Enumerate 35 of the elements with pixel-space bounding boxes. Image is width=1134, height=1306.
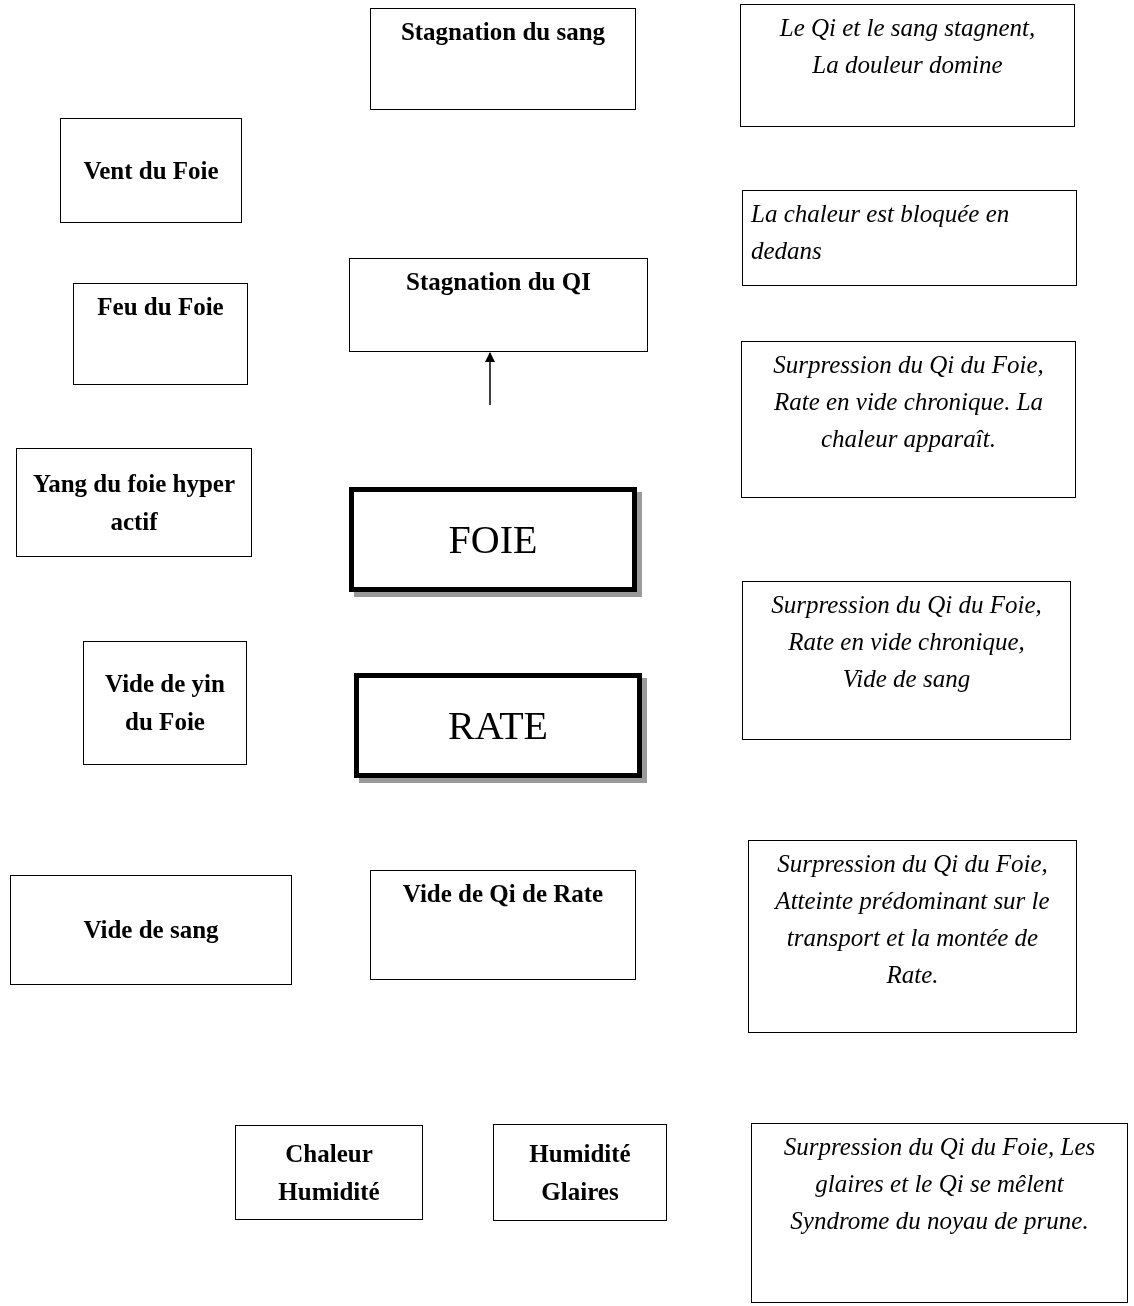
syndrome-box xyxy=(493,1124,667,1221)
syndrome-box xyxy=(235,1125,423,1220)
description-box xyxy=(742,190,1077,286)
syndrome-box xyxy=(73,283,248,385)
box-text: RATE xyxy=(447,701,549,750)
syndrome-box xyxy=(16,448,252,557)
box-text: Feu du Foie xyxy=(96,292,225,322)
box-text: Yang du foie hyper actif xyxy=(31,468,237,537)
description-box xyxy=(751,1123,1128,1303)
syndrome-box xyxy=(83,641,247,765)
syndrome-box xyxy=(370,8,636,110)
box-text: Surpression du Qi du Foie, Rate en vide chronique, Vide de sang xyxy=(770,590,1043,694)
box-text: Vide de yin du Foie xyxy=(104,669,226,737)
box-text: Vide de sang xyxy=(82,915,220,945)
syndrome-box xyxy=(60,118,242,223)
syndrome-box xyxy=(10,875,292,985)
syndrome-box xyxy=(349,258,648,352)
box-text: Chaleur Humidité xyxy=(277,1138,381,1207)
description-box xyxy=(741,341,1076,498)
box-text: Surpression du Qi du Foie, Atteinte prédominant sur le transport et la montée de Rate. xyxy=(773,849,1051,990)
box-text: Le Qi et le sang stagnent, La douleur domine xyxy=(778,13,1037,80)
box-text: Vent du Foie xyxy=(82,155,220,186)
box-text: Surpression du Qi du Foie, Rate en vide chronique. La chaleur apparaît. xyxy=(772,350,1045,454)
box-text: Vide de Qi de Rate xyxy=(401,879,605,909)
box-text: La chaleur est bloquée en dedans xyxy=(751,199,1011,266)
box-text: Surpression du Qi du Foie, Les glaires et le Qi se mêlent Syndrome du noyau de prune. xyxy=(782,1132,1097,1236)
description-box xyxy=(740,4,1075,127)
box-text: Humidité Glaires xyxy=(528,1138,632,1207)
box-text: Stagnation du sang xyxy=(399,17,607,47)
syndrome-box xyxy=(370,870,636,980)
arrow xyxy=(485,352,495,406)
box-text: FOIE xyxy=(447,515,539,564)
description-box xyxy=(748,840,1077,1033)
description-box xyxy=(742,581,1071,740)
box-text: Stagnation du QI xyxy=(405,267,592,297)
